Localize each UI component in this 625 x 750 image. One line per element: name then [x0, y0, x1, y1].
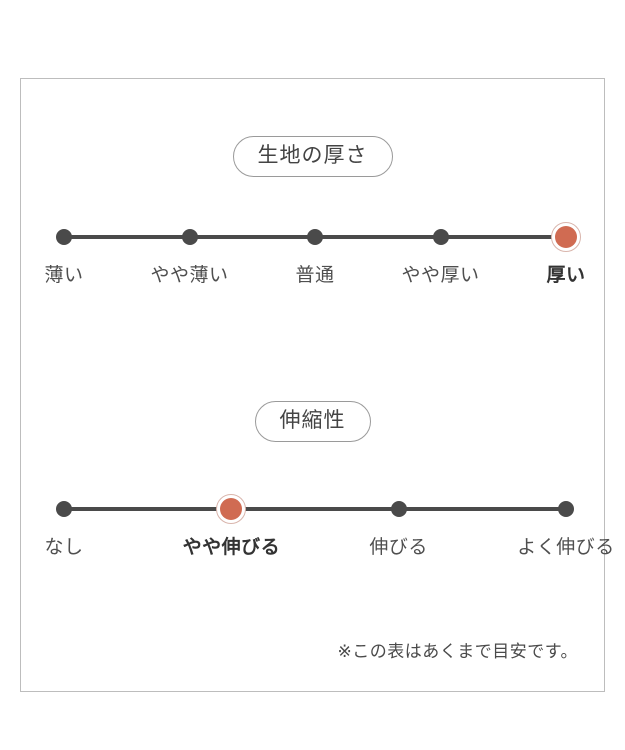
thickness-dot-5-selected[interactable]	[551, 222, 581, 252]
thickness-title-row: 生地の厚さ	[21, 136, 604, 178]
thickness-dot-3[interactable]	[307, 229, 323, 245]
thickness-dot-4[interactable]	[432, 229, 449, 245]
thickness-title-pill: 生地の厚さ	[232, 136, 393, 178]
stretch-dot-2-selected[interactable]	[216, 494, 247, 524]
thickness-dot-1[interactable]	[56, 229, 72, 245]
stretch-labels: なし やや伸びる 伸びる よく伸びる	[44, 537, 614, 571]
thickness-label-3: 普通	[295, 265, 335, 286]
thickness-label-2: やや薄い	[150, 265, 229, 286]
thickness-scale: 薄い やや薄い 普通 やや厚い 厚い	[44, 222, 585, 299]
stretch-dot-4[interactable]	[558, 501, 574, 517]
footnote-text: ※この表はあくまで目安です。	[337, 642, 578, 661]
stretch-label-1: なし	[44, 537, 84, 558]
thickness-label-1: 薄い	[44, 265, 84, 286]
thickness-dot-2[interactable]	[181, 229, 198, 245]
stretch-title-row: 伸縮性	[21, 401, 604, 443]
stretch-label-4: よく伸びる	[517, 537, 615, 558]
stretch-title-pill: 伸縮性	[254, 401, 371, 443]
stretch-label-2-selected: やや伸びる	[182, 537, 281, 558]
thickness-label-4: やや厚い	[401, 265, 480, 286]
thickness-label-5-selected: 厚い	[546, 265, 586, 286]
stretch-label-3: 伸びる	[369, 537, 428, 558]
stretch-dot-1[interactable]	[56, 501, 72, 517]
stretch-dot-3[interactable]	[390, 501, 407, 517]
stretch-scale: なし やや伸びる 伸びる よく伸びる	[44, 494, 614, 571]
stretch-track-line	[64, 507, 566, 511]
stretch-track	[56, 494, 574, 524]
thickness-labels: 薄い やや薄い 普通 やや厚い 厚い	[44, 265, 585, 299]
thickness-track	[56, 222, 581, 252]
fabric-spec-panel: 生地の厚さ 薄い やや薄い 普通 やや厚い 厚い 伸縮性	[20, 78, 614, 692]
